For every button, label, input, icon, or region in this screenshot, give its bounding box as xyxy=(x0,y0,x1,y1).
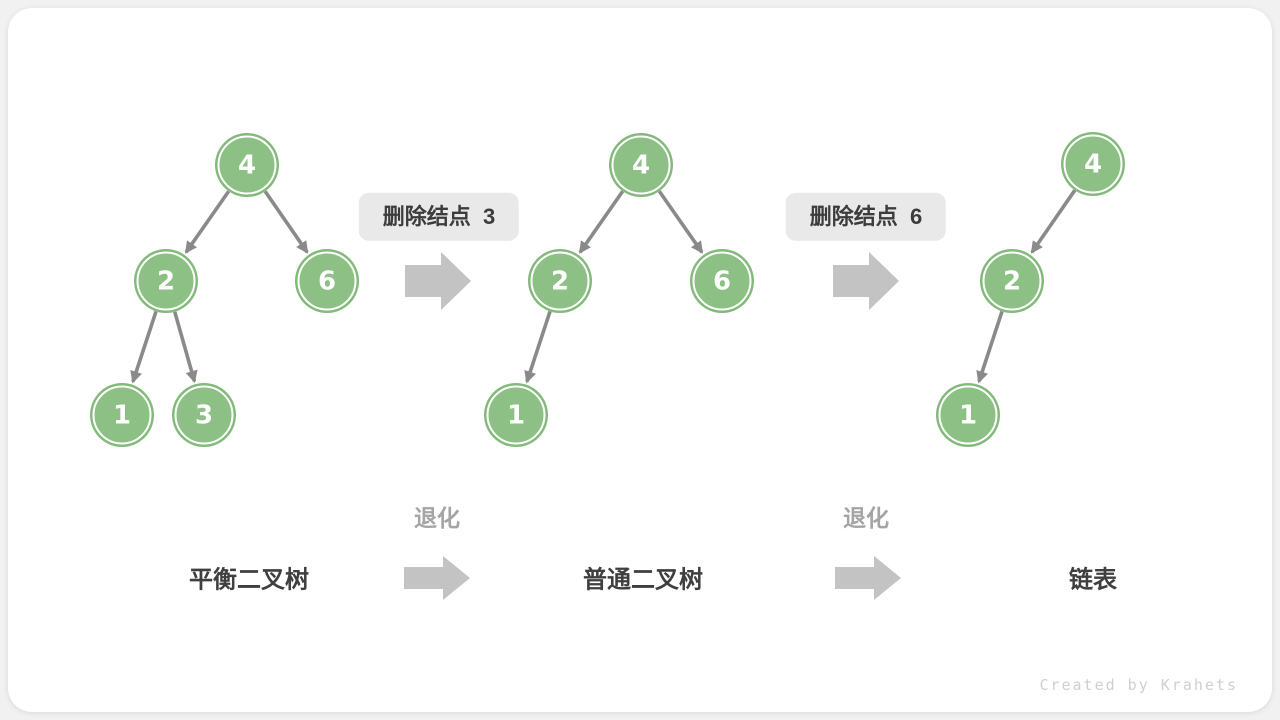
watermark: Created by Krahets xyxy=(1039,676,1238,694)
diagram-card xyxy=(8,8,1272,712)
